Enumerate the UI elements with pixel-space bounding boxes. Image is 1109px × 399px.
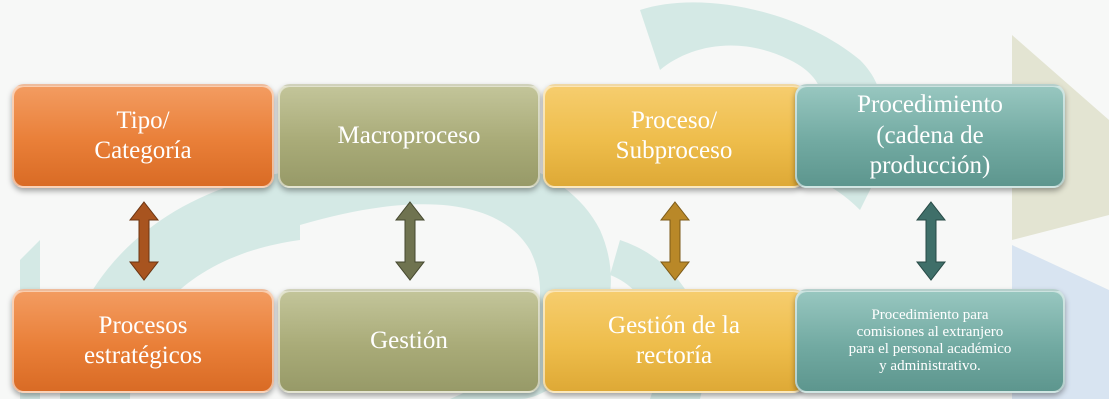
example-label: Procedimiento para comisiones al extranj… — [848, 307, 1012, 374]
example-box-gestion: Gestión — [278, 289, 540, 393]
example-box-gestion-rectoria: Gestión de la rectoría — [543, 289, 805, 393]
double-arrow-icon — [915, 201, 947, 281]
example-label: Gestión — [370, 326, 448, 354]
double-arrow-icon — [659, 201, 691, 281]
example-box-procesos-estrategicos: Procesos estratégicos — [12, 289, 274, 393]
category-label: Procedimiento (cadena de producción) — [857, 91, 1003, 180]
category-box-tipo: Tipo/ Categoría — [12, 84, 274, 188]
category-label: Tipo/ Categoría — [94, 106, 192, 165]
example-box-procedimiento-comisiones: Procedimiento para comisiones al extranj… — [795, 289, 1065, 393]
example-label: Gestión de la rectoría — [608, 311, 740, 370]
double-arrow-icon — [394, 201, 426, 281]
category-label: Macroproceso — [337, 121, 481, 149]
category-box-proceso: Proceso/ Subproceso — [543, 84, 805, 188]
example-label: Procesos estratégicos — [83, 311, 202, 370]
category-box-procedimiento: Procedimiento (cadena de producción) — [795, 84, 1065, 188]
double-arrow-icon — [128, 201, 160, 281]
category-label: Proceso/ Subproceso — [615, 106, 733, 165]
category-box-macroproceso: Macroproceso — [278, 84, 540, 188]
